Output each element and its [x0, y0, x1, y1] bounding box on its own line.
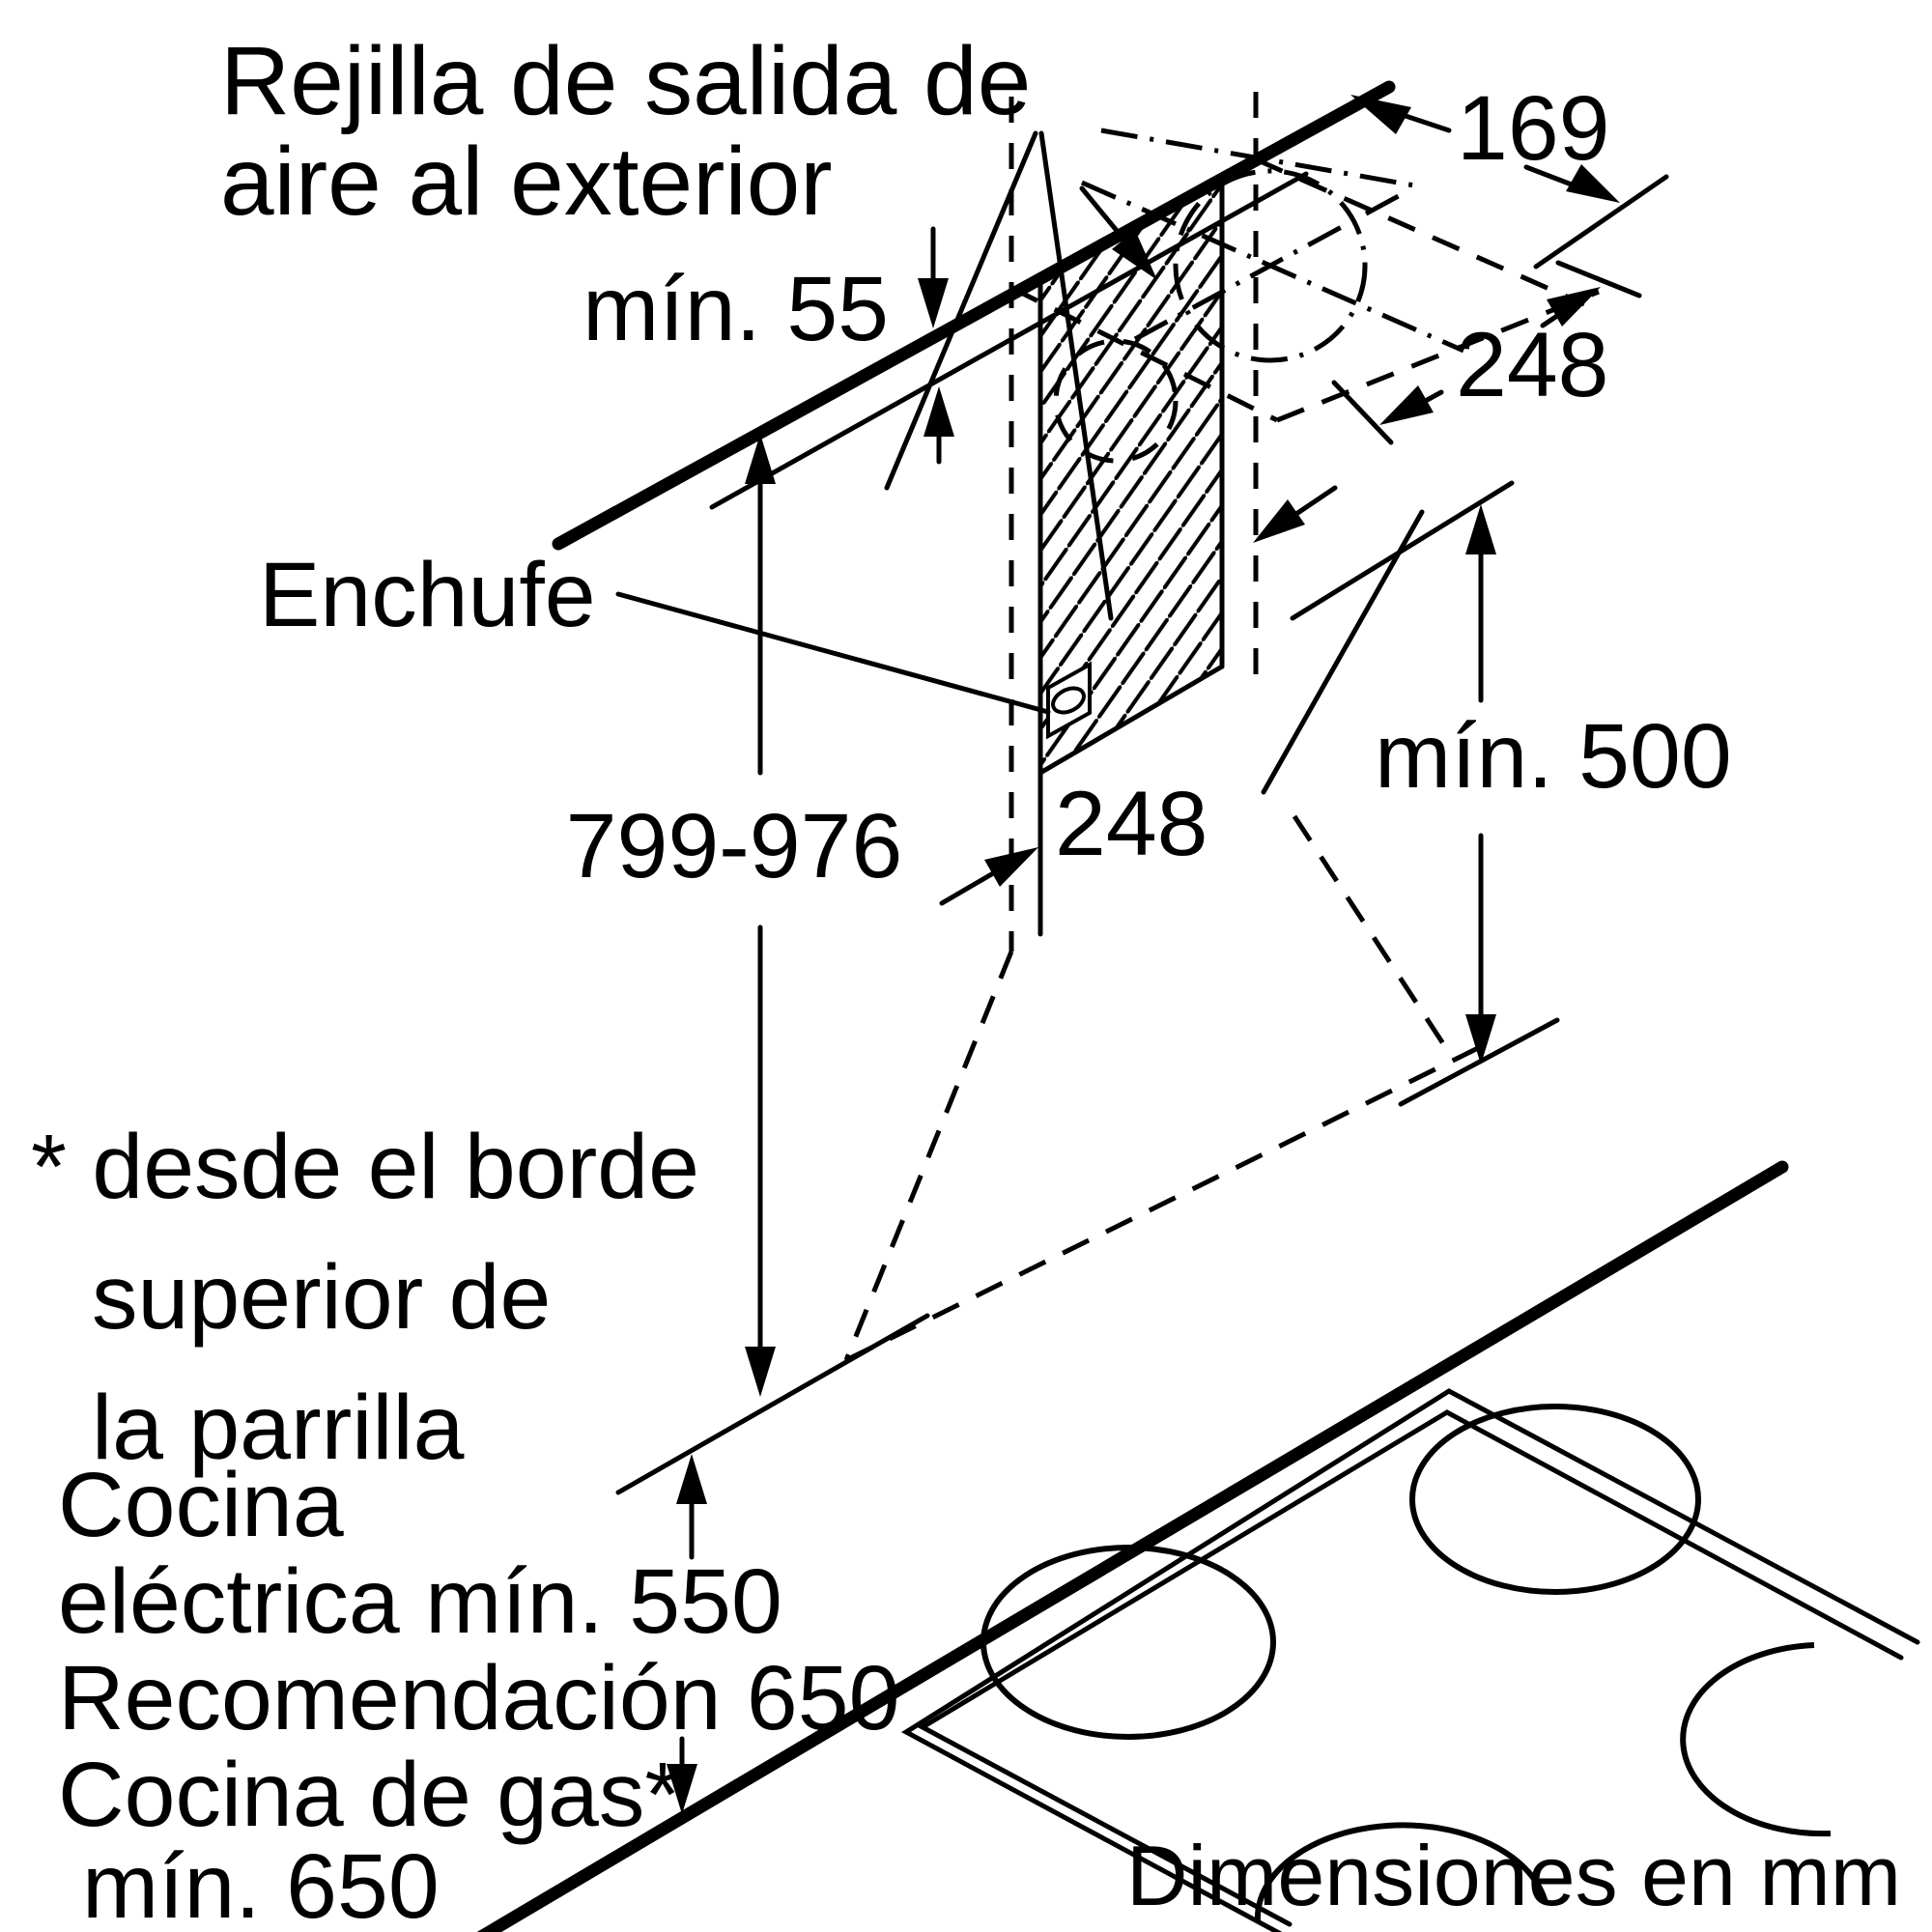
label-cocina-2: eléctrica mín. 550: [58, 1550, 782, 1653]
burner-arc-bottom: [1254, 1822, 1548, 1921]
arrow-downleft-icon: [1253, 499, 1305, 543]
extension-line-169: [1533, 174, 1669, 270]
arrow-down-icon: [918, 278, 949, 328]
label-248-techo: 248: [1456, 314, 1609, 416]
chimney-duct: [1009, 92, 1259, 952]
extension-line-248-left: [1331, 380, 1394, 445]
hob-level-line: [1398, 1017, 1560, 1107]
label-nota-1: * desde el borde: [31, 1116, 699, 1218]
hidden-projection-1: [843, 951, 1014, 1361]
topview-edge-right: [1254, 156, 1586, 307]
arrow-down-icon: [745, 1347, 776, 1397]
label-nota-2: superior de: [92, 1246, 551, 1349]
label-248-chimenea: 248: [1055, 773, 1208, 875]
plug-symbol: [1046, 661, 1092, 740]
arrow-downleft-icon: [1379, 385, 1434, 425]
enchufe-leader-line: [615, 591, 1051, 715]
leader-arrowhead-icon: [1112, 230, 1157, 280]
hood-corner-line-upper: [1290, 480, 1515, 621]
outlet-hole-circle: [1173, 168, 1368, 363]
ceiling-outlet-topview: [1009, 128, 1600, 464]
arrow-up-icon: [745, 434, 776, 484]
arrow-down-icon: [1465, 1014, 1496, 1065]
hood-bottom-reference: [615, 814, 1480, 1495]
label-cocina-5: mín. 650: [82, 1835, 440, 1932]
arrow-upright-icon: [1547, 287, 1601, 327]
label-nota-3: la parrilla: [92, 1377, 465, 1479]
label-169: 169: [1457, 77, 1610, 180]
duct-pipe-circle: [1053, 338, 1179, 464]
hood-bottom-line: [615, 1313, 930, 1495]
arrow-up-icon: [1465, 504, 1496, 554]
topview-edge-left: [1009, 285, 1279, 423]
ceiling-edge-line: [552, 80, 1396, 551]
centerline-top: [1100, 128, 1421, 189]
dim-min55: [918, 226, 954, 465]
hidden-projection-3: [1292, 814, 1447, 1047]
label-min500: mín. 500: [1375, 705, 1732, 808]
arrow-upleft-icon: [1350, 95, 1411, 134]
leader-line-1: [884, 130, 1038, 491]
dim-min500: [1261, 480, 1560, 1107]
hidden-projection-2: [844, 1045, 1480, 1363]
topview-edge-far: [1276, 289, 1600, 423]
arrow-up-icon: [923, 386, 954, 437]
label-min55: mín. 55: [582, 258, 889, 360]
extension-line-248-right: [1555, 260, 1642, 298]
label-enchufe: Enchufe: [259, 544, 596, 646]
burner-circle-2: [980, 1545, 1276, 1740]
label-rejilla-2: aire al exterior: [220, 128, 833, 236]
burner-circle-1: [1409, 1404, 1701, 1595]
leader-line-2: [1038, 130, 1114, 621]
arrow-up-icon: [676, 1454, 707, 1504]
label-rejilla-1: Rejilla de salida de: [220, 27, 1031, 135]
arrow-upright-icon: [984, 847, 1038, 887]
label-footer: Dimensiones en mm: [1126, 1828, 1901, 1923]
label-altura: 799-976: [566, 795, 903, 897]
labels: Rejilla de salida de aire al exterior mí…: [31, 27, 1901, 1932]
dim-248-techo: [1331, 260, 1642, 445]
dim-cocina-arrows: [667, 1454, 707, 1814]
hob-outline-inner: [917, 1409, 1904, 1927]
dim-169: [1350, 95, 1669, 270]
hood-corner-line-steep: [1261, 509, 1425, 795]
arrow-downright-icon: [1566, 164, 1620, 203]
label-cocina-1: Cocina: [58, 1454, 344, 1556]
cooktop: [476, 1160, 1920, 1932]
arrow-down-icon: [667, 1764, 697, 1814]
chimney-bottom-edge: [1037, 664, 1225, 776]
label-cocina-4: Cocina de gas*: [58, 1744, 680, 1846]
rejilla-leaders: [884, 130, 1157, 621]
dim-799-976: [745, 434, 776, 1397]
label-cocina-3: Recomendación 650: [58, 1647, 899, 1749]
counter-edge-line: [476, 1160, 1789, 1932]
hob-outline-outer: [901, 1388, 1920, 1932]
centerline-v: [1080, 180, 1465, 354]
burner-arc-right: [1680, 1642, 1832, 1837]
chimney-hatch-fill: [1040, 179, 1222, 773]
dim-248-chimenea: [939, 485, 1338, 937]
